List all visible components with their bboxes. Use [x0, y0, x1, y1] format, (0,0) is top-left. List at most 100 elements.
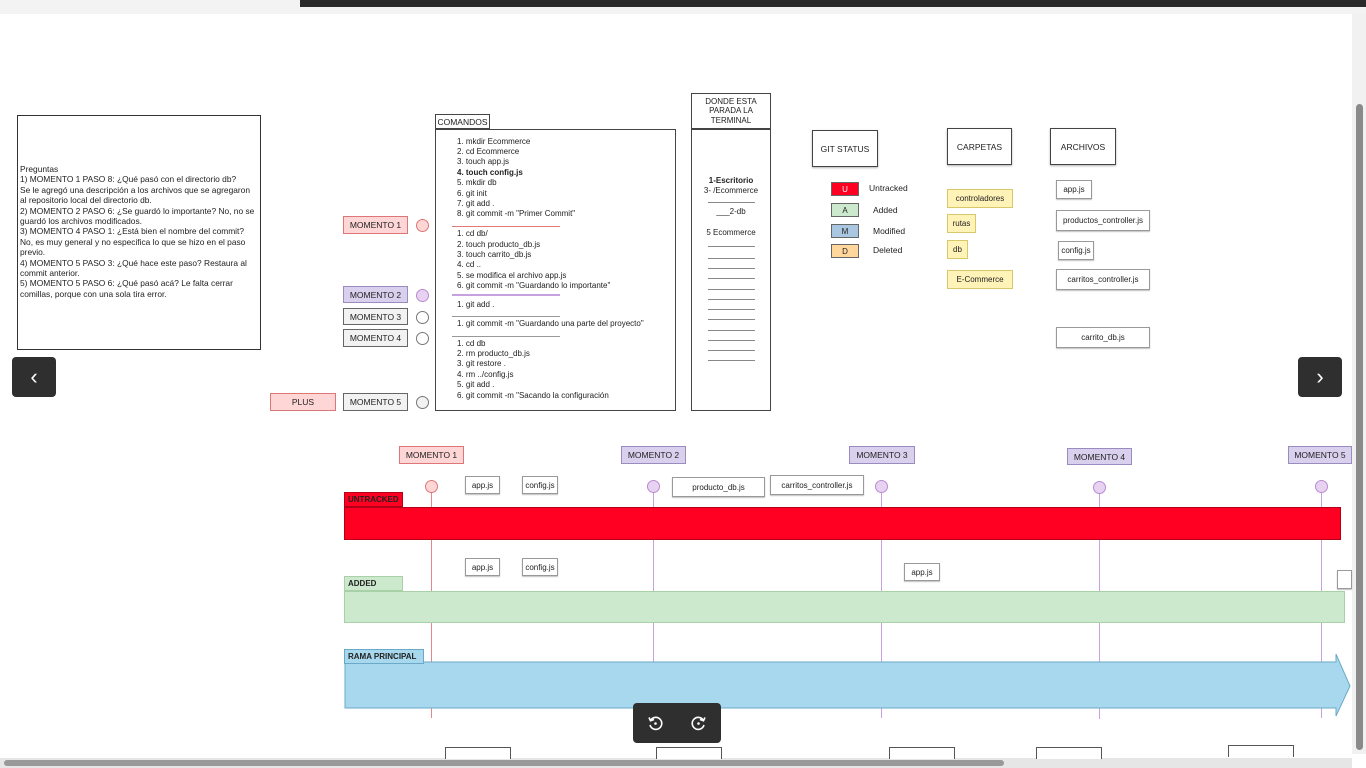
- added-file-chip: config.js: [522, 558, 558, 576]
- carpetas-header: CARPETAS: [947, 128, 1012, 165]
- terminal-step: 5 Ecommerce: [706, 228, 756, 237]
- file-item: productos_controller.js: [1056, 210, 1150, 231]
- top-toolbar: [300, 0, 1366, 7]
- timeline-node-3: [875, 480, 888, 493]
- plus-label: PLUS: [270, 393, 336, 411]
- partial-box: [445, 747, 511, 759]
- command-line: 2. touch producto_db.js: [457, 240, 541, 249]
- vertical-scrollbar-thumb[interactable]: [1356, 104, 1363, 750]
- legend-label-modified: Modified: [873, 226, 906, 236]
- question-3: 3) MOMENTO 4 PASO 1: ¿Está bien el nombr…: [20, 226, 246, 258]
- terminal-dash: [708, 299, 755, 300]
- command-line: 1. git commit -m "Guardando una parte de…: [457, 319, 644, 328]
- main-branch-label: RAMA PRINCIPAL: [344, 649, 424, 664]
- partial-box: [889, 747, 955, 759]
- command-line: 3. touch app.js: [457, 157, 510, 166]
- comandos-header: COMANDOS: [435, 114, 490, 129]
- untracked-file-chip: config.js: [522, 476, 558, 494]
- rotate-toolbar: [633, 703, 721, 743]
- rotate-right-icon: [691, 716, 706, 731]
- questions-title: Preguntas: [20, 164, 59, 174]
- terminal-dash: [708, 258, 755, 259]
- next-button[interactable]: ›: [1298, 357, 1342, 397]
- chevron-left-icon: ‹: [30, 364, 38, 389]
- separator: [452, 336, 560, 337]
- timeline-node-1: [425, 480, 438, 493]
- moment-4-label: MOMENTO 4: [343, 329, 408, 347]
- untracked-file-chip: producto_db.js: [672, 477, 765, 497]
- added-file-chip: app.js: [904, 563, 940, 581]
- added-band: [344, 591, 1345, 623]
- partial-box: [656, 747, 722, 759]
- terminal-step: 1-Escritorio: [708, 176, 754, 185]
- separator: [452, 294, 560, 296]
- archivos-header: ARCHIVOS: [1050, 128, 1116, 165]
- timeline-moment-3: MOMENTO 3: [849, 446, 915, 464]
- command-line: 4. touch config.js: [457, 168, 523, 177]
- command-line: 2. rm producto_db.js: [457, 349, 530, 358]
- legend-label-untracked: Untracked: [869, 183, 908, 193]
- timeline-moment-5: MOMENTO 5: [1288, 446, 1352, 464]
- question-1: 1) MOMENTO 1 PASO 8: ¿Qué pasó con el di…: [20, 174, 237, 185]
- legend-swatch-untracked: U: [831, 182, 859, 196]
- terminal-dash: [708, 268, 755, 269]
- terminal-box: [691, 129, 771, 411]
- moment-1-marker: [416, 219, 429, 232]
- rotate-right-button[interactable]: [679, 703, 719, 743]
- moment-2-label: MOMENTO 2: [343, 286, 408, 303]
- legend-swatch-deleted: D: [831, 244, 859, 258]
- folder-item: controladores: [947, 189, 1013, 208]
- moment-3-marker: [416, 311, 429, 324]
- command-line: 2. cd Ecommerce: [457, 147, 520, 156]
- partial-box: [1228, 745, 1294, 757]
- terminal-dash: [708, 202, 755, 203]
- timeline-node-4: [1093, 481, 1106, 494]
- command-line: 1. mkdir Ecommerce: [457, 137, 531, 146]
- untracked-file-chip: carritos_controller.js: [770, 475, 864, 495]
- command-line: 1. cd db/: [457, 229, 488, 238]
- rotate-left-button[interactable]: [635, 703, 675, 743]
- separator: [452, 226, 560, 227]
- moment-4-marker: [416, 332, 429, 345]
- timeline-node-2: [647, 480, 660, 493]
- question-4: 4) MOMENTO 5 PASO 3: ¿Qué hace este paso…: [20, 257, 247, 279]
- terminal-dash: [708, 319, 755, 320]
- terminal-step: 3- /Ecommerce: [703, 186, 759, 195]
- chevron-right-icon: ›: [1316, 364, 1324, 389]
- moment-5-marker: [416, 396, 429, 409]
- terminal-dash: [708, 246, 755, 247]
- untracked-file-chip: app.js: [465, 476, 500, 494]
- file-item: carrito_db.js: [1056, 327, 1150, 348]
- command-line: 8. git commit -m "Primer Commit": [457, 209, 576, 218]
- command-line: 3. git restore .: [457, 359, 506, 368]
- moment-2-marker: [416, 289, 429, 302]
- file-item: app.js: [1056, 180, 1092, 199]
- commands-box: [435, 129, 676, 411]
- terminal-dash: [708, 360, 755, 361]
- folder-item: db: [947, 240, 968, 259]
- terminal-header: DONDE ESTA PARADA LA TERMINAL: [691, 93, 771, 129]
- answer-1: Se le agregó una descripción a los archi…: [20, 184, 250, 206]
- command-line: 3. touch carrito_db.js: [457, 250, 532, 259]
- file-item: config.js: [1058, 241, 1094, 260]
- partial-box: [1036, 747, 1102, 759]
- command-line: 1. git add .: [457, 300, 495, 309]
- question-2: 2) MOMENTO 2 PASO 6: ¿Se guardó lo impor…: [20, 205, 255, 227]
- git-status-header: GIT STATUS: [812, 130, 878, 167]
- moment-3-label: MOMENTO 3: [343, 308, 408, 325]
- rotate-left-icon: [648, 716, 663, 731]
- untracked-band: [344, 507, 1341, 540]
- moment-5-label: MOMENTO 5: [343, 393, 408, 411]
- question-5: 5) MOMENTO 5 PASO 6: ¿Qué pasó acá? Le f…: [20, 278, 233, 299]
- terminal-dash: [708, 309, 755, 310]
- questions-box: Preguntas 1) MOMENTO 1 PASO 8: ¿Qué pasó…: [17, 115, 261, 350]
- horizontal-scrollbar-thumb[interactable]: [4, 760, 1004, 766]
- command-line: 5. mkdir db: [457, 178, 497, 187]
- command-line: 6. git commit -m "Sacando la configuraci…: [457, 391, 609, 400]
- file-item: carritos_controller.js: [1056, 269, 1150, 290]
- previous-button[interactable]: ‹: [12, 357, 56, 397]
- command-line: 1. cd db: [457, 339, 486, 348]
- command-line: 4. rm ../config.js: [457, 370, 514, 379]
- legend-label-added: Added: [873, 205, 898, 215]
- added-file-chip-partial: [1337, 570, 1352, 589]
